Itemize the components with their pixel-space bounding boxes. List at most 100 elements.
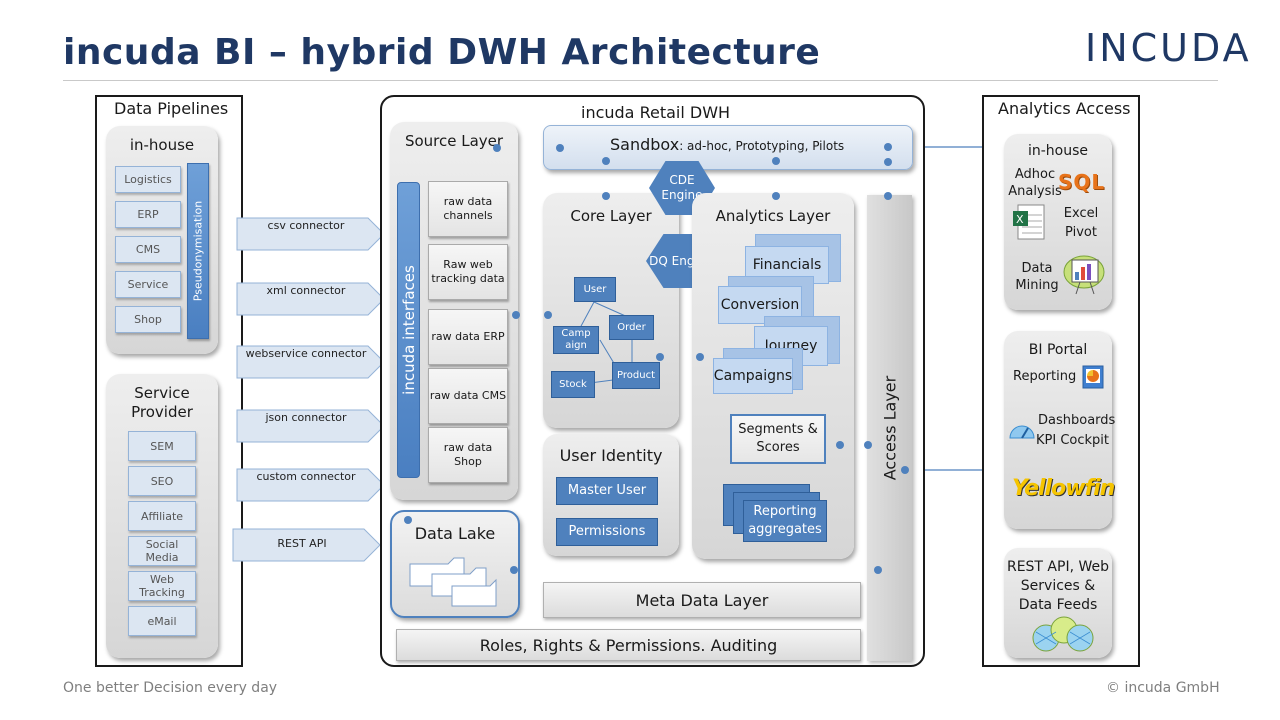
- source-service: Service: [115, 271, 181, 298]
- dashboards-icon: [1008, 418, 1036, 442]
- excel-pivot-label: Excel Pivot: [1063, 206, 1099, 240]
- raw-data-erp: raw data ERP: [428, 309, 508, 365]
- reporting-label: Reporting: [1013, 369, 1077, 384]
- provider-web-tracking: Web Tracking: [128, 571, 196, 601]
- connector-dot: [874, 566, 882, 574]
- entity-order: Order: [609, 315, 654, 340]
- webservice-connector: webservice connector: [236, 345, 385, 379]
- bi-portal-title: BI Portal: [1028, 342, 1088, 358]
- master-user: Master User: [556, 477, 658, 505]
- rest-api-connector-label: REST API: [277, 537, 327, 550]
- source-shop: Shop: [115, 306, 181, 333]
- sandbox-label: Sandbox: [610, 135, 680, 154]
- provider-email: eMail: [128, 606, 196, 636]
- json-connector: json connector: [236, 409, 385, 443]
- footer-copyright: © incuda GmbH: [1106, 680, 1220, 696]
- connector-dot: [884, 158, 892, 166]
- source-logistics: Logistics: [115, 166, 181, 193]
- footer-tagline: One better Decision every day: [63, 680, 278, 696]
- service-provider-title: Service Provider: [131, 384, 193, 421]
- provider-seo: SEO: [128, 466, 196, 496]
- entity-product: Product: [612, 362, 660, 389]
- connector-dot: [602, 157, 610, 165]
- connector-dot: [493, 144, 501, 152]
- sandbox-label-wrap: Sandbox: ad-hoc, Prototyping, Pilots: [610, 135, 844, 154]
- connector-dot: [836, 441, 844, 449]
- incuda-interfaces-bar: incuda interfaces: [397, 182, 420, 478]
- title-divider: [63, 80, 1218, 81]
- pseudonymisation-label: Pseudonymisation: [191, 200, 205, 302]
- analytics-layer-title: Analytics Layer: [715, 207, 831, 225]
- connector-dot: [864, 441, 872, 449]
- cube-conversion-label: Conversion: [718, 286, 802, 324]
- connector-dot: [772, 192, 780, 200]
- connector-dot: [602, 192, 610, 200]
- csv-connector: csv connector: [236, 217, 385, 251]
- xml-connector-label: xml connector: [266, 284, 346, 297]
- xml-connector: xml connector: [236, 282, 385, 316]
- inhouse-sources-title: in-house: [129, 136, 195, 154]
- svg-text:X: X: [1016, 213, 1024, 226]
- rest-api-connector: REST API: [232, 528, 381, 562]
- excel-icon: X: [1012, 203, 1046, 241]
- custom-connector: custom connector: [236, 468, 385, 502]
- data-feeds-icon: [1030, 616, 1096, 654]
- connector-dot: [901, 466, 909, 474]
- connector-dot: [404, 516, 412, 524]
- permissions: Permissions: [556, 518, 658, 546]
- entity-stock: Stock: [551, 371, 595, 398]
- incuda-logo: INCUDA: [1085, 26, 1252, 70]
- data-mining-icon: [1062, 252, 1108, 298]
- pseudonymisation-bar: Pseudonymisation: [187, 163, 209, 339]
- csv-connector-label: csv connector: [267, 219, 345, 232]
- reporting-icon: [1082, 365, 1104, 389]
- access-layer-label: Access Layer: [880, 375, 899, 481]
- connector-dot: [556, 144, 564, 152]
- user-identity-title: User Identity: [559, 446, 663, 465]
- data-mining-label: Data Mining: [1015, 261, 1059, 293]
- data-lake-title: Data Lake: [414, 524, 496, 543]
- entity-user: User: [574, 277, 616, 302]
- data-lake-files-icon: [409, 557, 497, 607]
- custom-connector-label: custom connector: [256, 470, 356, 483]
- sandbox-bar: Sandbox: ad-hoc, Prototyping, Pilots: [543, 125, 913, 170]
- entity-campaign: Camp aign: [553, 326, 599, 354]
- sql-icon: SQL: [1058, 170, 1106, 194]
- raw-data-shop: raw data Shop: [428, 427, 508, 483]
- meta-data-layer: Meta Data Layer: [543, 582, 861, 618]
- connector-dot: [884, 192, 892, 200]
- connector-dot: [884, 143, 892, 151]
- cube-campaigns-label: Campaigns: [713, 358, 793, 394]
- core-layer-title: Core Layer: [570, 207, 652, 225]
- connector-dot: [510, 566, 518, 574]
- provider-sem: SEM: [128, 431, 196, 461]
- access-inhouse-title: in-house: [1027, 143, 1089, 159]
- connector-dot: [544, 311, 552, 319]
- provider-social-media: Social Media: [128, 536, 196, 566]
- source-layer-title: Source Layer: [404, 132, 504, 150]
- rest-api-title: REST API, Web Services & Data Feeds: [1006, 559, 1110, 613]
- analytics-access-title: Analytics Access: [998, 99, 1131, 118]
- sandbox-detail: : ad-hoc, Prototyping, Pilots: [679, 139, 845, 153]
- dashboards-label: Dashboards: [1038, 413, 1116, 428]
- connector-dot: [512, 311, 520, 319]
- raw-data-cms: raw data CMS: [428, 368, 508, 424]
- provider-affiliate: Affiliate: [128, 501, 196, 531]
- reporting-aggregates: Reporting aggregates: [743, 500, 827, 542]
- dwh-title: incuda Retail DWH: [581, 103, 731, 122]
- kpi-cockpit-label: KPI Cockpit: [1036, 433, 1109, 448]
- yellowfin-logo: Yellowfin: [1012, 476, 1115, 501]
- segments-scores: Segments & Scores: [730, 414, 826, 464]
- json-connector-label: json connector: [265, 411, 347, 424]
- adhoc-analysis-label: Adhoc Analysis: [1008, 167, 1062, 199]
- incuda-interfaces-label: incuda interfaces: [399, 265, 418, 395]
- source-erp: ERP: [115, 201, 181, 228]
- access-layer: Access Layer: [867, 195, 912, 661]
- source-cms: CMS: [115, 236, 181, 263]
- connector-dot: [696, 353, 704, 361]
- data-pipelines-title: Data Pipelines: [114, 99, 229, 118]
- raw-data-channels: raw data channels: [428, 181, 508, 237]
- webservice-connector-label: webservice connector: [245, 347, 367, 360]
- raw-web-tracking-data: Raw web tracking data: [428, 244, 508, 300]
- roles-rights-permissions: Roles, Rights & Permissions. Auditing: [396, 629, 861, 661]
